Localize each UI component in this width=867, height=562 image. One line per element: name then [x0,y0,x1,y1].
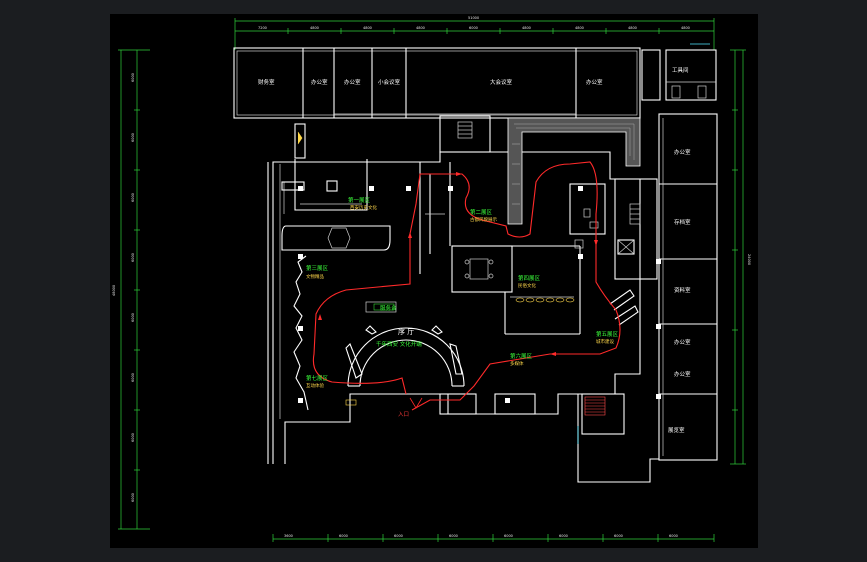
room-data: 资料室 [674,286,691,294]
section-4-title: 第四展区 [518,274,541,282]
dim-right: 24000 [747,254,751,265]
room-tool: 工具间 [672,66,689,74]
dim-top-1: 7200 [258,26,267,30]
section-1-desc: 西安历史文化 [350,204,377,211]
section-4-desc: 民俗文化 [518,282,536,289]
walls [233,47,718,483]
dim-bottom-7: 6000 [614,534,623,538]
dim-bottom-3: 6000 [394,534,403,538]
service-desk-label: 服务台 [380,304,397,312]
dim-top-6: 4800 [522,26,531,30]
room-labels: 财务室 办公室 办公室 小会议室 大会议室 办公室 工具间 办公室 存档室 资料… [258,66,691,434]
section-5-desc: 城市建设 [596,338,614,345]
floor-plan: 51000 7200 4800 4800 4800 6000 4800 4800… [112,16,751,542]
section-1-title: 第一展区 [348,196,371,204]
hall-subtitle: 千年西安 文化开端 [376,340,422,348]
hall-title: 序 厅 [398,327,414,336]
display-cases [345,297,575,406]
section-2-desc: 古都风貌展示 [470,216,497,223]
dim-left-5: 6000 [131,313,135,322]
entrance-label: 入口 [398,411,409,418]
section-3-title: 第三展区 [306,264,329,272]
room-office-1: 办公室 [311,78,328,86]
section-3-desc: 文物精品 [306,273,324,280]
dim-bottom-5: 6000 [504,534,513,538]
dim-left-6: 6000 [131,373,135,382]
room-finance: 财务室 [258,78,275,86]
dim-bottom-1: 3600 [284,534,293,538]
organic-wall [293,255,309,411]
section-labels: 第一展区 西安历史文化 第二展区 古都风貌展示 第三展区 文物精品 第四展区 民… [306,196,619,389]
cad-viewport[interactable]: 51000 7200 4800 4800 4800 6000 4800 4800… [110,14,758,548]
entrance-marker: 入口 [398,397,423,418]
entrance-hall: 服务台 序 厅 千年西安 文化开端 [345,301,465,387]
dimension-lines: 51000 7200 4800 4800 4800 6000 4800 4800… [112,16,751,542]
red-stair [584,396,606,416]
dim-top-4: 4800 [416,26,425,30]
dim-left-4: 6000 [131,253,135,262]
room-small-meeting: 小会议室 [378,78,401,86]
stair-hatch [507,117,641,225]
dim-left-3: 6000 [131,193,135,202]
dim-top-3: 4800 [363,26,372,30]
dim-left-1: 6000 [131,73,135,82]
room-office-3: 办公室 [586,78,603,86]
section-7-desc: 互动体验 [306,382,324,389]
room-archive: 存档室 [674,218,691,226]
dim-left-total: 48000 [112,285,116,296]
dim-bottom-2: 6000 [339,534,348,538]
dim-top-5: 6000 [469,26,478,30]
visitor-route [312,161,621,411]
room-exhibition: 展览室 [668,426,685,434]
columns [298,186,661,403]
dim-left-2: 6000 [131,133,135,142]
dim-top-7: 4800 [575,26,584,30]
dim-bottom-4: 6000 [449,534,458,538]
dim-left-7: 6000 [131,433,135,442]
dim-bottom-8: 6000 [669,534,678,538]
dim-top-9: 4800 [681,26,690,30]
section-6-title: 第六展区 [510,352,533,360]
section-2-title: 第二展区 [470,208,493,216]
dim-top-8: 4800 [628,26,637,30]
section-6-desc: 多媒体 [510,360,524,367]
room-big-meeting: 大会议室 [490,78,513,86]
dim-top-total: 51000 [468,16,479,20]
dim-top-2: 4800 [310,26,319,30]
room-office-6: 办公室 [674,370,691,378]
section-5-title: 第五展区 [596,330,619,338]
room-office-2: 办公室 [344,78,361,86]
window-accents [577,43,710,444]
dim-bottom-6: 6000 [559,534,568,538]
dim-left-8: 6000 [131,493,135,502]
room-office-5: 办公室 [674,338,691,346]
room-office-4: 办公室 [674,148,691,156]
section-7-title: 第七展区 [306,374,329,382]
